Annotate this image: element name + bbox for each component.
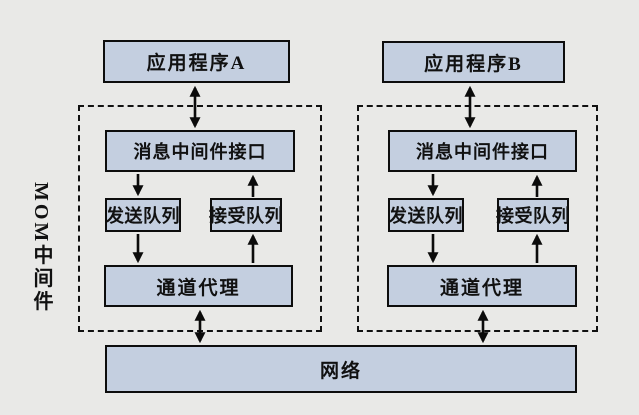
channel-agent-a-box: 通道代理 xyxy=(104,265,293,307)
send-queue-a-box: 发送队列 xyxy=(105,198,181,232)
receive-queue-b-box: 接受队列 xyxy=(496,198,570,232)
mom-middleware-side-label: MOM中间件 xyxy=(30,182,52,314)
interface-a-box: 消息中间件接口 xyxy=(105,130,295,172)
application-a-box: 应用程序A xyxy=(103,40,290,83)
network-box: 网络 xyxy=(105,345,577,393)
application-b-box: 应用程序B xyxy=(382,41,565,83)
channel-agent-b-box: 通道代理 xyxy=(387,265,577,307)
interface-b-box: 消息中间件接口 xyxy=(388,130,577,172)
send-queue-b-box: 发送队列 xyxy=(388,198,464,232)
receive-queue-a-box: 接受队列 xyxy=(209,198,283,232)
